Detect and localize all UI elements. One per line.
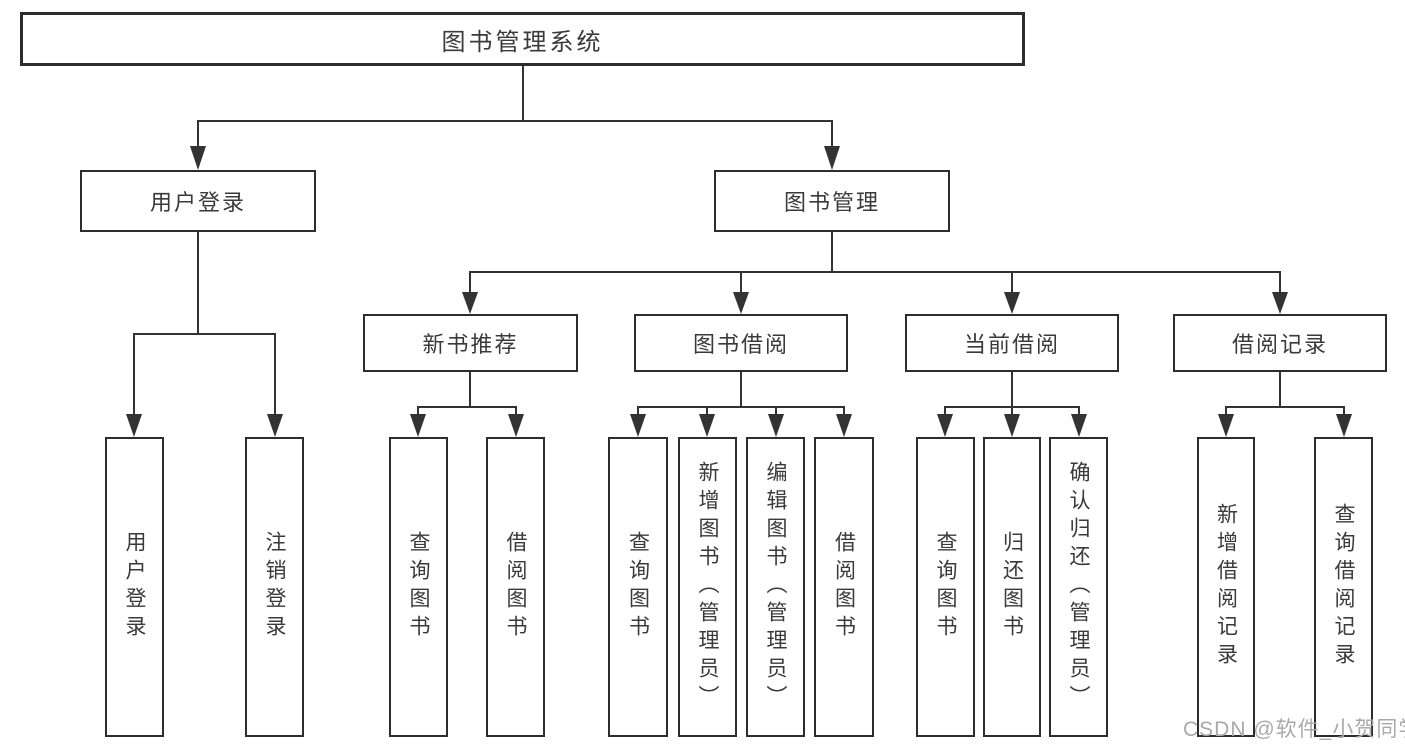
- node-borrowing-records: 借阅记录: [1173, 314, 1387, 372]
- arrowhead: [630, 414, 646, 437]
- leaf-label: 查询图书: [934, 531, 958, 643]
- arrowhead: [190, 146, 206, 170]
- node-user-login: 用户登录: [80, 170, 316, 232]
- leaf-logout: 注销登录: [245, 437, 304, 737]
- leaf-return-books: 归还图书: [983, 437, 1041, 737]
- leaf-confirm-return-admin: 确认归还（管理员）: [1049, 437, 1108, 737]
- arrowhead: [699, 414, 715, 437]
- leaf-label: 确认归还（管理员）: [1067, 461, 1091, 713]
- arrowhead: [267, 414, 283, 437]
- leaf-borrow-books-borrowing: 借阅图书: [814, 437, 874, 737]
- arrowhead: [937, 414, 953, 437]
- leaf-label: 查询图书: [407, 531, 431, 643]
- arrowhead: [126, 414, 142, 437]
- arrowheads: [126, 146, 1352, 437]
- leaf-label: 新增图书（管理员）: [696, 461, 720, 713]
- leaf-borrow-books-recommend: 借阅图书: [486, 437, 545, 737]
- arrowhead: [1004, 292, 1020, 314]
- arrowhead: [508, 414, 524, 437]
- leaf-label: 用户登录: [123, 531, 147, 643]
- leaf-label: 借阅图书: [504, 531, 528, 643]
- arrowhead: [1071, 414, 1087, 437]
- node-current-borrowing: 当前借阅: [905, 314, 1119, 372]
- leaf-label: 注销登录: [263, 531, 287, 643]
- arrowhead: [836, 414, 852, 437]
- arrowhead: [1218, 414, 1234, 437]
- arrowhead: [768, 414, 784, 437]
- leaf-user-login: 用户登录: [105, 437, 164, 737]
- node-root: 图书管理系统: [20, 12, 1025, 66]
- arrowhead: [410, 414, 426, 437]
- leaf-edit-books-admin: 编辑图书（管理员）: [746, 437, 805, 737]
- leaf-label: 查询图书: [626, 531, 650, 643]
- leaf-label: 新增借阅记录: [1214, 503, 1238, 671]
- leaf-add-borrow-record: 新增借阅记录: [1197, 437, 1255, 737]
- arrowhead: [1272, 292, 1288, 314]
- leaf-query-books-borrowing: 查询图书: [608, 437, 668, 737]
- node-book-borrowing: 图书借阅: [634, 314, 848, 372]
- leaf-query-borrow-record: 查询借阅记录: [1314, 437, 1373, 737]
- arrowhead: [1336, 414, 1352, 437]
- arrowhead: [733, 292, 749, 314]
- node-book-management: 图书管理: [714, 170, 950, 232]
- node-new-book-recommend: 新书推荐: [363, 314, 578, 372]
- leaf-add-books-admin: 新增图书（管理员）: [678, 437, 737, 737]
- tree-edges: [133, 66, 1345, 416]
- leaf-label: 借阅图书: [832, 531, 856, 643]
- arrowhead: [462, 292, 478, 314]
- arrowhead: [1004, 414, 1020, 437]
- leaf-query-books-recommend: 查询图书: [389, 437, 448, 737]
- watermark: CSDN @软件_小贺同学: [1183, 718, 1405, 741]
- leaf-label: 编辑图书（管理员）: [764, 461, 788, 713]
- arrowhead: [824, 146, 840, 170]
- leaf-label: 查询借阅记录: [1332, 503, 1356, 671]
- leaf-query-books-current: 查询图书: [916, 437, 975, 737]
- leaf-label: 归还图书: [1000, 531, 1024, 643]
